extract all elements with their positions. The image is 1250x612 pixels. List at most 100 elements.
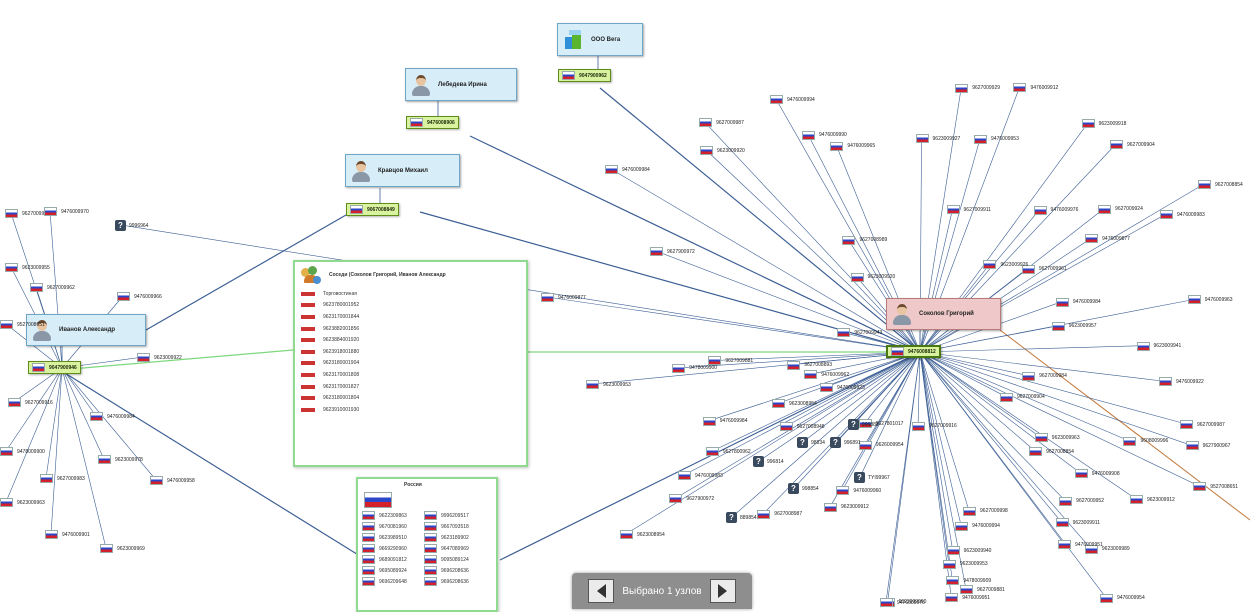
country-list-item[interactable]: 9622309863	[362, 511, 424, 520]
phone-node-kravtsov[interactable]: 9067008849	[346, 203, 399, 216]
phone-node[interactable]: 9627009984	[1022, 371, 1067, 381]
phone-node[interactable]: 9623009963	[1034, 433, 1080, 443]
unknown-node[interactable]: ?98834	[797, 437, 825, 448]
group-list-item[interactable]: 9623884001920	[295, 334, 526, 346]
phone-node[interactable]: 9623009927	[915, 134, 960, 144]
country-list-item[interactable]: 9696208636	[424, 566, 486, 575]
next-button[interactable]	[709, 579, 736, 603]
phone-node[interactable]: 9627009881	[708, 356, 753, 366]
phone-node[interactable]: 9623009941	[1136, 341, 1181, 351]
phone-node[interactable]: 9476009983	[1160, 210, 1205, 219]
phone-node-organization[interactable]: 9047900962	[558, 69, 611, 82]
phone-node[interactable]: 9623008954	[771, 399, 817, 409]
phone-node[interactable]: 9476009877	[1085, 234, 1130, 244]
country-list-item[interactable]: 9996209517	[424, 511, 486, 520]
phone-node[interactable]: 9627009987	[699, 118, 744, 128]
country-list-item[interactable]: 9647089969	[424, 544, 486, 553]
previous-button[interactable]	[588, 579, 615, 603]
phone-node[interactable]: 9623009957	[1051, 321, 1097, 331]
group-list-item[interactable]: 9623180001904	[295, 358, 526, 370]
phone-node[interactable]: 9627009983	[40, 474, 85, 483]
phone-node[interactable]: 9478009909	[946, 576, 991, 586]
unknown-node[interactable]: ?996891	[830, 437, 861, 448]
phone-node[interactable]: 9476009954	[1099, 593, 1145, 603]
phone-node[interactable]: 9527008651	[1193, 482, 1238, 492]
phone-node[interactable]: 9623009955	[5, 263, 50, 272]
phone-node[interactable]: 9476009901	[45, 530, 90, 539]
phone-node[interactable]: 9627009911	[946, 205, 991, 214]
phone-node[interactable]: 9476009923	[820, 383, 865, 393]
phone-node[interactable]: 9476009962	[804, 370, 849, 380]
group-list-item[interactable]: Торговостиная	[295, 288, 526, 300]
phone-node[interactable]: 9623009920	[850, 272, 895, 282]
phone-node[interactable]: 9476009983	[677, 471, 723, 481]
phone-node[interactable]: 9627009924	[1098, 204, 1143, 214]
country-list-item[interactable]: 9696208636	[424, 577, 486, 586]
phone-node[interactable]: 9623009989	[1084, 544, 1130, 554]
phone-node[interactable]: 9476009984	[1055, 297, 1101, 307]
unknown-node[interactable]: ?TYI99967	[854, 472, 890, 483]
unknown-node[interactable]: ?9996964	[115, 220, 148, 231]
phone-node[interactable]: 9627008854	[1029, 447, 1074, 457]
phone-node[interactable]: 9476009951	[1058, 540, 1103, 549]
phone-node[interactable]: 9476009922	[1158, 377, 1204, 387]
phone-node[interactable]: 9478009900	[672, 363, 717, 373]
phone-node[interactable]: 9623009926	[983, 260, 1028, 270]
phone-node-sokolov[interactable]: 9476008812	[886, 345, 941, 358]
phone-node[interactable]: 9623009969	[100, 544, 145, 553]
phone-node[interactable]: 9627008948	[779, 422, 825, 432]
phone-node[interactable]: 9527008651	[0, 320, 45, 329]
phone-node[interactable]: 9476009984	[605, 165, 650, 174]
phone-node[interactable]: 9627801017	[858, 419, 903, 429]
phone-node[interactable]: 9476009908	[1074, 469, 1120, 479]
phone-node[interactable]: 9627900967	[1185, 441, 1230, 451]
person-node-kravtsov[interactable]: Кравцов Михаил	[345, 154, 460, 187]
unknown-node[interactable]: ?996814	[753, 456, 784, 467]
phone-node[interactable]: 9476009994	[955, 521, 1000, 531]
phone-node[interactable]: 9476009951	[945, 593, 990, 603]
phone-node[interactable]: 9476009965	[830, 141, 875, 151]
phone-node[interactable]: 9627009987	[1180, 420, 1225, 429]
phone-node[interactable]: 9627900972	[650, 247, 695, 256]
phone-node[interactable]: 9476009994	[770, 95, 815, 104]
phone-node[interactable]: 9476009976	[1033, 205, 1078, 215]
phone-node[interactable]: 9627009904	[1110, 140, 1155, 149]
phone-node[interactable]: 9627008987	[757, 509, 802, 519]
phone-node[interactable]: 9623009953	[942, 559, 988, 569]
phone-node[interactable]: 9627008989	[842, 235, 887, 245]
phone-node[interactable]: 9623009918	[1081, 119, 1126, 129]
country-list-item[interactable]: 9669290960	[362, 544, 424, 553]
organization-node[interactable]: ООО Вега	[557, 23, 643, 56]
unknown-node[interactable]: ?996883	[848, 419, 879, 430]
phone-node[interactable]: 9476009970	[44, 207, 89, 216]
phone-node[interactable]: 9627900972	[669, 494, 714, 504]
country-list-item[interactable]: 9695089924	[362, 566, 424, 575]
phone-node[interactable]: 9627009952	[1059, 496, 1104, 506]
phone-node[interactable]: 9476009912	[1013, 83, 1058, 93]
phone-node[interactable]: 9623009922	[137, 353, 182, 362]
person-node-lebedeva[interactable]: Лебедева Ирина	[405, 68, 517, 101]
phone-node[interactable]: 9623009963	[0, 498, 45, 507]
phone-node[interactable]: 9627009929	[955, 83, 1000, 93]
group-list-item[interactable]: 9623918001880	[295, 346, 526, 358]
phone-node[interactable]: 9476009976	[880, 598, 925, 607]
phone-node[interactable]: 9627009962	[30, 283, 75, 292]
phone-node[interactable]: 9627009961	[1021, 264, 1067, 274]
phone-node[interactable]: 9608009996	[1123, 436, 1168, 446]
person-node-ivanov[interactable]: Иванов Александр	[26, 314, 146, 346]
phone-node[interactable]: 9476009877	[541, 293, 586, 302]
phone-node[interactable]: 9476009958	[150, 476, 195, 485]
phone-node-lebedeva[interactable]: 9476008906	[406, 116, 459, 129]
phone-node[interactable]: 9623009912	[1130, 495, 1175, 504]
unknown-node[interactable]: ?998854	[788, 483, 819, 494]
phone-node[interactable]: 9627009881	[960, 585, 1005, 594]
phone-node[interactable]: 9476009984	[702, 416, 748, 426]
group-list-item[interactable]: 9623780001952	[295, 300, 526, 312]
phone-node[interactable]: 9476009984	[90, 412, 135, 421]
country-list-item[interactable]: 9667093518	[424, 522, 486, 531]
group-list-item[interactable]: 9623180001804	[295, 392, 526, 404]
phone-node[interactable]: 9627009998	[963, 506, 1008, 516]
phone-node[interactable]: 9623009911	[1055, 518, 1100, 528]
country-list-item[interactable]: 9623189902	[424, 533, 486, 542]
